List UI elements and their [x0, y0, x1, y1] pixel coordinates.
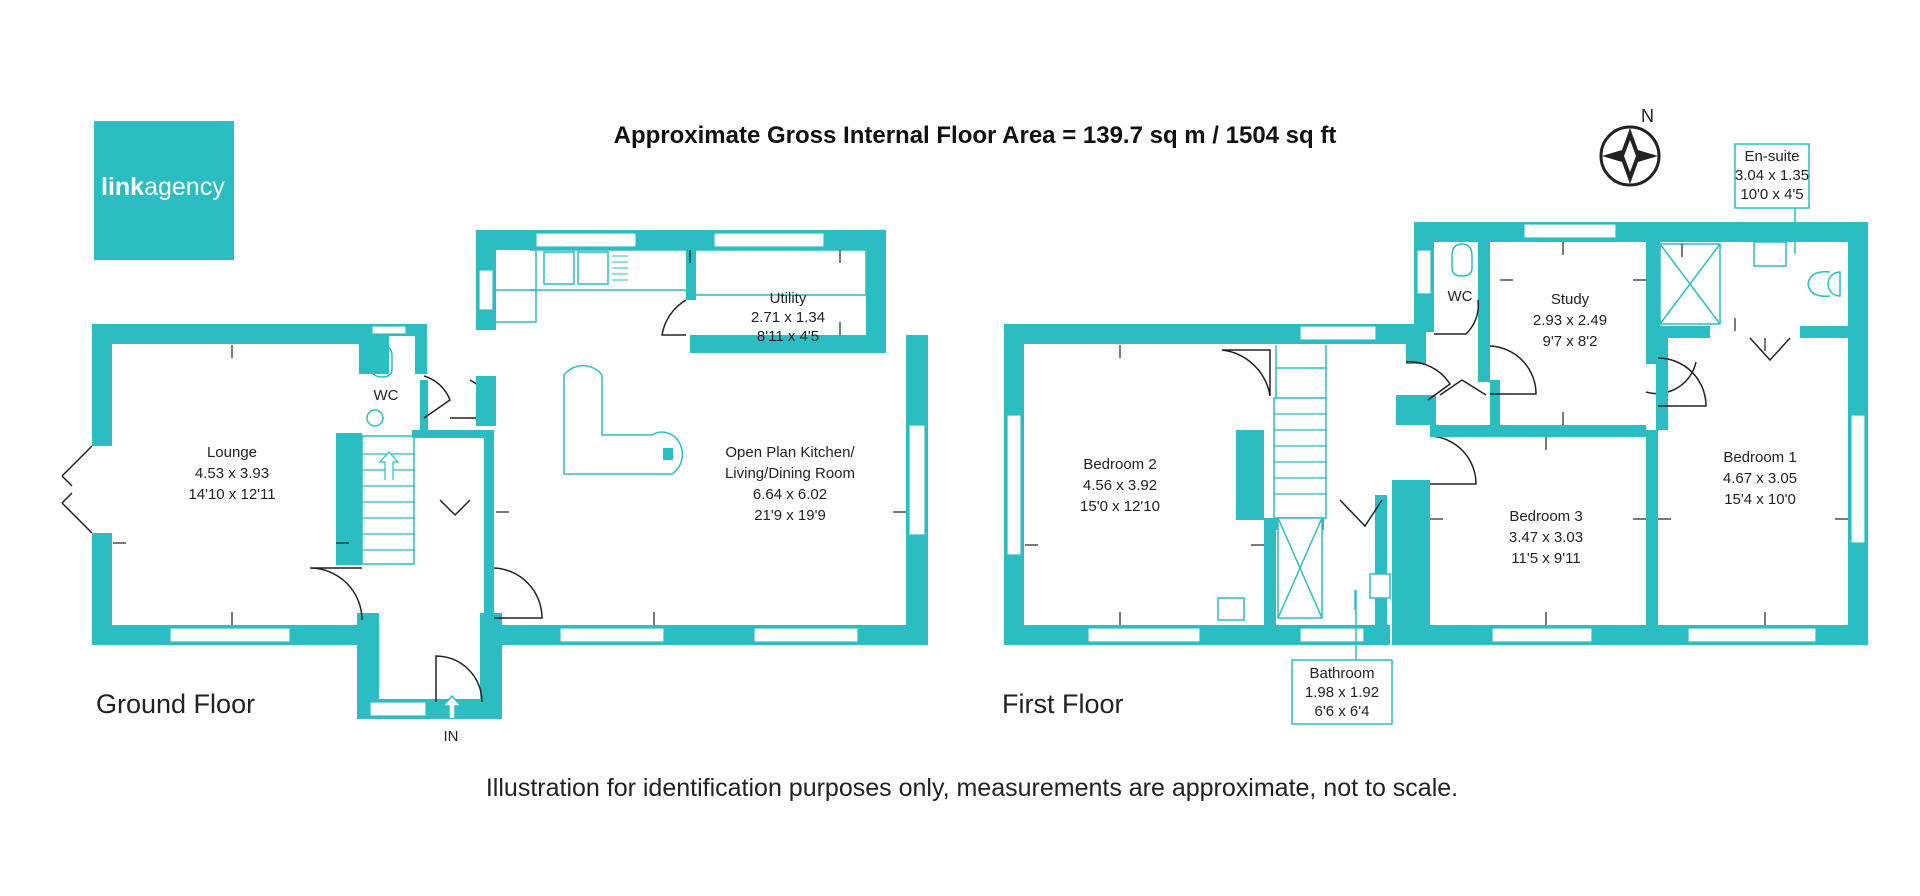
ground-floor-label: Ground Floor — [96, 689, 255, 719]
logo-background — [94, 121, 234, 260]
floor-area-title: Approximate Gross Internal Floor Area = … — [614, 122, 1337, 149]
ensuite-imperial: 10'0 x 4'5 — [1740, 186, 1803, 203]
kitchen-name-line2: Living/Dining Room — [725, 465, 855, 482]
bathroom-name: Bathroom — [1309, 665, 1374, 682]
ensuite-label-box — [1734, 143, 1810, 209]
bathroom-label-box — [1291, 659, 1393, 725]
bedroom3-imperial: 11'5 x 9'11 — [1511, 550, 1580, 567]
first-wc-label: WC — [1448, 288, 1473, 305]
logo-text-agency: agency — [144, 173, 225, 201]
bedroom2-metric: 4.56 x 3.92 — [1083, 477, 1157, 494]
ensuite-metric: 3.04 x 1.35 — [1735, 167, 1809, 184]
bedroom2-imperial: 15'0 x 12'10 — [1080, 498, 1160, 515]
entrance-arrow-icon — [441, 694, 463, 718]
bedroom1-imperial: 15'4 x 10'0 — [1724, 491, 1796, 508]
disclaimer-text: Illustration for identification purposes… — [486, 774, 1458, 802]
bedroom1-metric: 4.67 x 3.05 — [1723, 470, 1797, 487]
lounge-name: Lounge — [207, 444, 257, 461]
utility-name: Utility — [770, 290, 807, 307]
ensuite-name: En-suite — [1744, 148, 1799, 165]
study-name: Study — [1551, 291, 1590, 308]
compass-icon: N — [1599, 106, 1661, 187]
logo: linkagency — [94, 121, 234, 260]
lounge-metric: 4.53 x 3.93 — [195, 465, 269, 482]
kitchen-imperial: 21'9 x 19'9 — [754, 507, 826, 524]
compass-north-label: N — [1641, 106, 1654, 126]
utility-metric: 2.71 x 1.34 — [751, 309, 825, 326]
study-metric: 2.93 x 2.49 — [1533, 312, 1607, 329]
study-imperial: 9'7 x 8'2 — [1543, 333, 1598, 350]
bedroom3-name: Bedroom 3 — [1509, 508, 1582, 525]
utility-imperial: 8'11 x 4'5 — [757, 328, 819, 345]
entrance-label: IN — [444, 728, 459, 745]
first-floor-plan: WC En-suite 3.04 x 1.35 10'0 x 4'5 — [1002, 143, 1868, 725]
ground-wc-label: WC — [374, 387, 399, 404]
lounge-imperial: 14'10 x 12'11 — [188, 486, 275, 503]
kitchen-metric: 6.64 x 6.02 — [753, 486, 827, 503]
ground-floor-plan: IN WC — [61, 230, 928, 745]
bathroom-imperial: 6'6 x 6'4 — [1315, 703, 1370, 720]
bathroom-metric: 1.98 x 1.92 — [1305, 684, 1379, 701]
bedroom1-name: Bedroom 1 — [1723, 449, 1796, 466]
logo-text: linkagency — [101, 173, 225, 201]
bedroom3-metric: 3.47 x 3.03 — [1509, 529, 1583, 546]
bedroom2-name: Bedroom 2 — [1083, 456, 1156, 473]
first-floor-label: First Floor — [1002, 689, 1124, 719]
logo-text-link: link — [101, 173, 144, 201]
kitchen-name-line1: Open Plan Kitchen/ — [725, 444, 855, 461]
